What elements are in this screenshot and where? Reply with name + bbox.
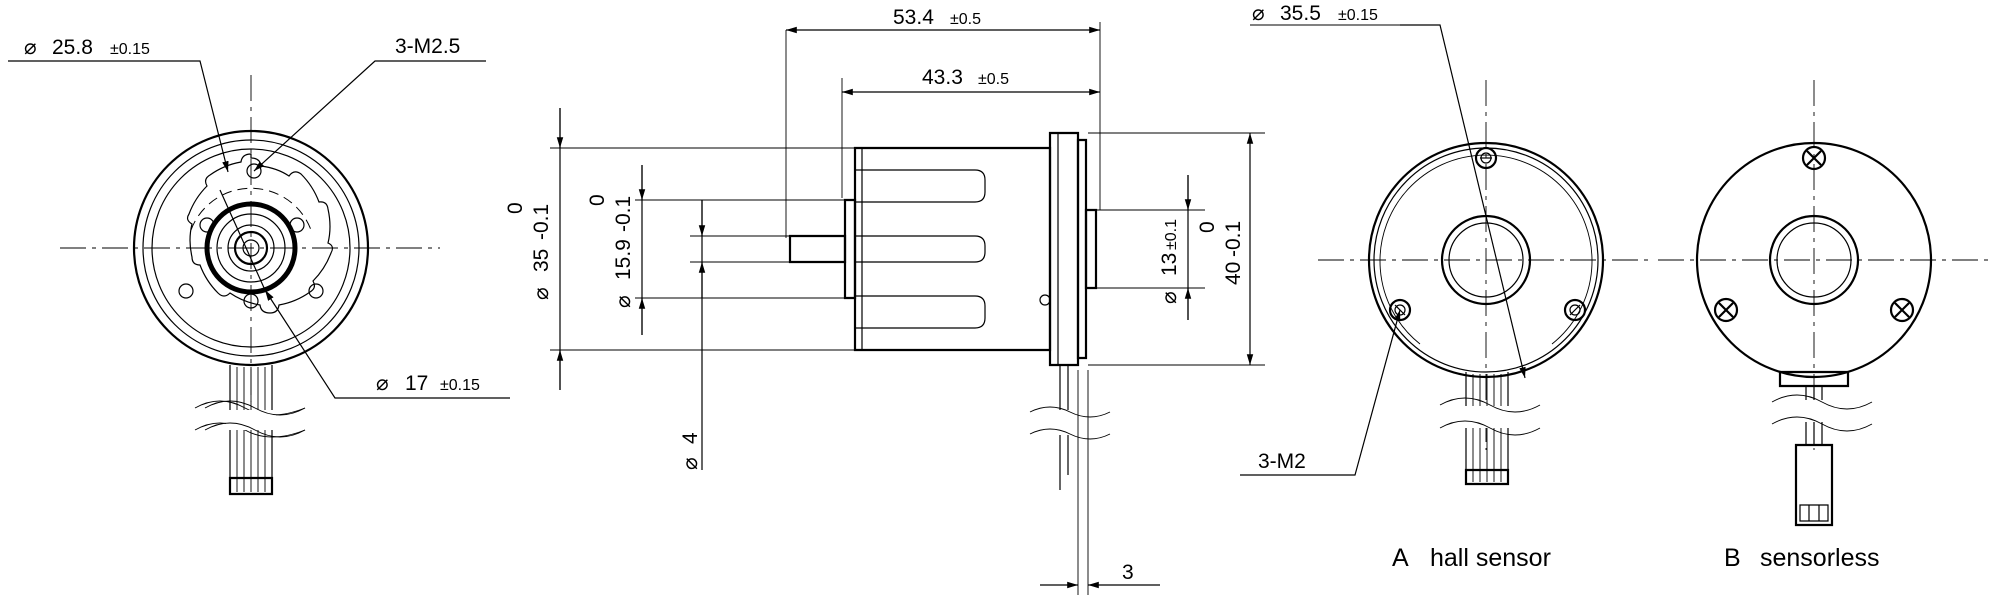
side-height-flange-value: 40	[1222, 262, 1245, 285]
side-dia-boss-value: 15.9	[612, 239, 635, 280]
side-dia-body-value: 35	[530, 249, 553, 272]
side-dia-shaft-symbol: ⌀	[679, 457, 702, 470]
side-height-flange-tol-upper: 0	[1196, 221, 1219, 233]
front-thread-label: 3-M2.5	[395, 35, 460, 58]
front-dim-inner-symbol: ⌀	[376, 372, 389, 395]
rear-a-dim-outer-tol: ±0.15	[1338, 7, 1378, 24]
side-view: 53.4 ±0.5 43.3 ±0.5 ⌀ 35 -0.1 0 ⌀ 15.9 -…	[504, 6, 1265, 595]
rear-view-hall-sensor: ⌀ 35.5 ±0.15 3-M2 A hall sensor	[1240, 2, 1652, 572]
rear-view-sensorless: B sensorless	[1658, 80, 1992, 572]
side-dia-hub-value: 13	[1158, 253, 1181, 276]
rear-b-label-letter: B	[1724, 544, 1741, 572]
rear-a-label-text: hall sensor	[1430, 544, 1551, 572]
side-height-flange-tol-lower: -0.1	[1222, 221, 1245, 257]
side-length-body-value: 43.3	[922, 66, 963, 89]
rear-b-screw-right	[1889, 297, 1915, 323]
rear-a-screw-top	[1474, 146, 1498, 170]
side-dia-body-tol-upper: 0	[504, 202, 527, 214]
front-view: ⌀ 25.8 ±0.15 3-M2.5 ⌀ 17 ±0.15	[8, 35, 510, 496]
side-dia-boss-tol-lower: -0.1	[612, 196, 635, 232]
rear-b-label-text: sensorless	[1760, 544, 1880, 572]
side-dia-body-tol-lower: -0.1	[530, 204, 553, 240]
rear-a-screw-right	[1563, 298, 1587, 322]
side-length-total-tol: ±0.5	[950, 11, 981, 28]
side-dia-body-symbol: ⌀	[530, 287, 553, 300]
side-dia-shaft-value: 4	[679, 432, 702, 444]
side-length-total-value: 53.4	[893, 6, 934, 29]
side-dia-hub-tol: ±0.1	[1163, 219, 1180, 250]
side-length-body-tol: ±0.5	[978, 71, 1009, 88]
side-dia-hub-symbol: ⌀	[1158, 291, 1181, 304]
side-dia-boss-symbol: ⌀	[612, 295, 635, 308]
front-dim-outer-value: 25.8	[52, 36, 93, 59]
front-dim-outer-tol: ±0.15	[110, 41, 150, 58]
front-dim-outer-symbol: ⌀	[24, 36, 37, 59]
side-dia-boss-tol-upper: 0	[586, 194, 609, 206]
rear-b-screw-left	[1713, 297, 1739, 323]
rear-a-dim-outer-symbol: ⌀	[1252, 2, 1265, 25]
side-thickness-value: 3	[1122, 561, 1134, 584]
front-dim-inner-tol: ±0.15	[440, 377, 480, 394]
front-dim-inner-value: 17	[405, 372, 428, 395]
rear-a-dim-outer-value: 35.5	[1280, 2, 1321, 25]
rear-a-label-letter: A	[1392, 544, 1409, 572]
rear-b-screw-top	[1801, 145, 1827, 171]
rear-a-thread-label: 3-M2	[1258, 450, 1306, 473]
